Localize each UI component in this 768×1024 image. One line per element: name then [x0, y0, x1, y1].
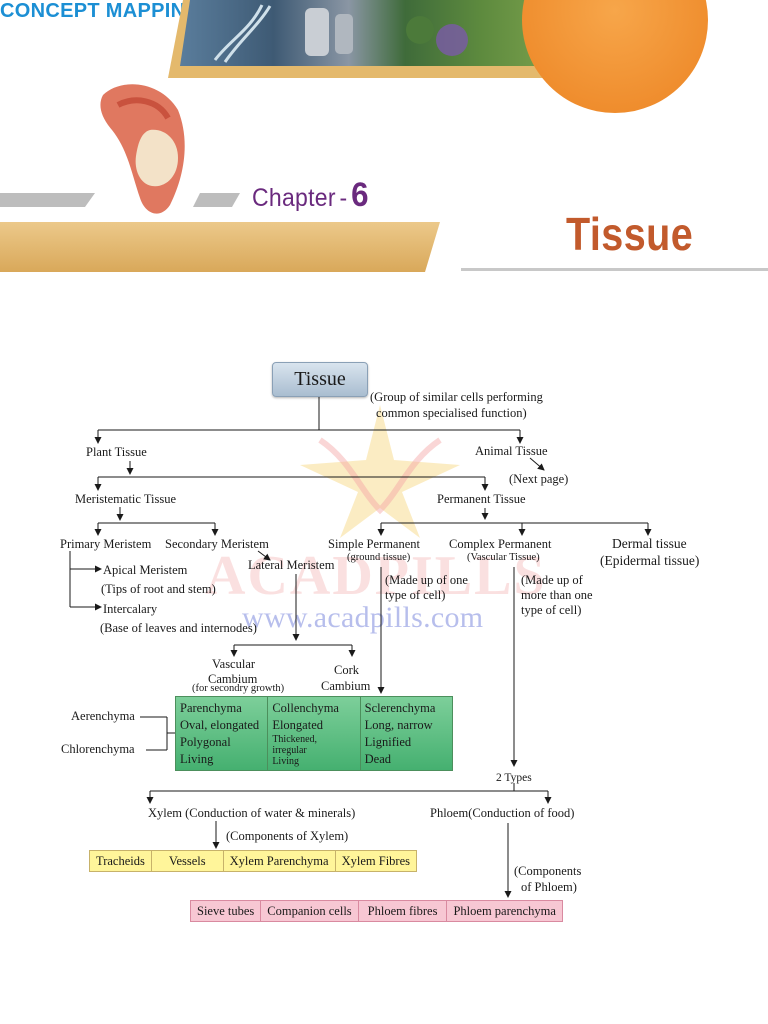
vascular-cambium-note: (for secondry growth): [192, 683, 285, 694]
node-vascular-cambium-line1: Vascular: [212, 657, 256, 671]
node-secondary-meristem: Secondary Meristem: [165, 537, 269, 551]
microscope-icon: [305, 8, 329, 56]
node-lateral-meristem: Lateral Meristem: [248, 558, 335, 572]
sclerenchyma-column: Sclerenchyma Long, narrow Lignified Dead: [360, 697, 452, 770]
xylem-cell-parenchyma: Xylem Parenchyma: [224, 851, 336, 871]
root-note-line2: common specialised function): [376, 406, 527, 420]
root-note-line1: (Group of similar cells performing: [370, 390, 543, 404]
simple-note-line2: type of cell): [385, 588, 446, 602]
title-band: [0, 222, 440, 272]
node-phloem: Phloem(Conduction of food): [430, 806, 575, 820]
chapter-label: Chapter-6: [252, 176, 369, 215]
page-title: Tissue: [566, 208, 694, 260]
watermark-logo-icon: [300, 405, 460, 538]
collenchyma-wall-2: irregular: [272, 745, 307, 756]
node-aerenchyma: Aerenchyma: [71, 709, 135, 723]
node-next-page: (Next page): [509, 472, 569, 486]
phloem-components-row: Sieve tubes Companion cells Phloem fibre…: [190, 900, 563, 922]
phloem-components-line1: (Components: [514, 864, 582, 878]
node-primary-meristem: Primary Meristem: [60, 537, 152, 551]
concept-mapping-heading: CONCEPT MAPPING: [0, 0, 202, 22]
collenchyma-wall-1: Thickened,: [272, 734, 318, 745]
dna-helix-icon: [213, 4, 272, 63]
node-chlorenchyma: Chlorenchyma: [61, 742, 135, 756]
phloem-cell-companion-cells: Companion cells: [261, 901, 359, 921]
grey-bar-mid: [193, 193, 240, 207]
chapter-number: 6: [351, 176, 369, 214]
xylem-cell-tracheids: Tracheids: [90, 851, 152, 871]
complex-permanent-sub: (Vascular Tissue): [467, 552, 540, 563]
title-underline: [461, 268, 768, 271]
complex-note-line2: more than one: [521, 588, 593, 602]
watermark-brand: ACADPILLS: [205, 545, 547, 607]
parenchyma-form: Polygonal: [180, 735, 231, 749]
phloem-cell-parenchyma: Phloem parenchyma: [453, 904, 556, 918]
xylem-cell-fibres: Xylem Fibres: [341, 854, 410, 868]
phloem-cell-sieve-tubes: Sieve tubes: [191, 901, 262, 921]
node-vascular-cambium-line2: Cambium: [208, 672, 258, 686]
xylem-components-row: Tracheids Vessels Xylem Parenchyma Xylem…: [89, 850, 417, 872]
collenchyma-column: Collenchyma Elongated Thickened, irregul…: [268, 697, 361, 770]
node-simple-permanent: Simple Permanent: [328, 537, 420, 551]
node-cork-cambium-line1: Cork: [334, 663, 359, 677]
header-photo-strip: [168, 0, 560, 78]
node-intercalary: Intercalary: [103, 602, 158, 616]
parenchyma-state: Living: [180, 752, 214, 766]
simple-note-line1: (Made up of one: [385, 573, 468, 587]
complex-note-line1: (Made up of: [521, 573, 583, 587]
node-dermal-tissue-line2: (Epidermal tissue): [600, 553, 700, 568]
parenchyma-name: Parenchyma: [180, 701, 242, 715]
node-permanent-tissue: Permanent Tissue: [437, 492, 526, 506]
sclerenchyma-wall: Lignified: [364, 735, 412, 749]
simple-permanent-table: Parenchyma Oval, elongated Polygonal Liv…: [175, 696, 453, 771]
phloem-components-line2: of Phloem): [521, 880, 577, 894]
sclerenchyma-shape: Long, narrow: [364, 718, 433, 732]
grey-bar-left: [0, 193, 95, 207]
watermark-url: www.acadpills.com: [242, 601, 484, 634]
collenchyma-name: Collenchyma: [272, 701, 339, 715]
phloem-cell-fibres: Phloem fibres: [359, 901, 448, 921]
collenchyma-shape: Elongated: [272, 718, 324, 732]
node-apical-meristem: Apical Meristem: [103, 563, 188, 577]
simple-permanent-sub: (ground tissue): [347, 552, 411, 563]
xylem-components-label: (Components of Xylem): [226, 829, 349, 843]
decorative-orange-circle: [522, 0, 708, 113]
collenchyma-state: Living: [272, 756, 299, 767]
parenchyma-shape: Oval, elongated: [180, 718, 260, 732]
node-two-types: 2 Types: [496, 772, 532, 784]
apical-note: (Tips of root and stem): [101, 582, 216, 596]
node-dermal-tissue-line1: Dermal tissue: [612, 536, 687, 551]
node-plant-tissue: Plant Tissue: [86, 445, 147, 459]
node-complex-permanent: Complex Permanent: [449, 537, 552, 551]
sclerenchyma-state: Dead: [364, 752, 392, 766]
header-graphics: [0, 0, 768, 272]
knee-illustration-icon: [100, 84, 185, 214]
node-cork-cambium-line2: Cambium: [321, 679, 371, 693]
node-xylem: Xylem (Conduction of water & minerals): [148, 806, 356, 820]
sclerenchyma-name: Sclerenchyma: [364, 701, 436, 715]
xylem-cell-vessels: Vessels: [152, 851, 224, 871]
parenchyma-column: Parenchyma Oval, elongated Polygonal Liv…: [176, 697, 269, 770]
root-node-tissue: Tissue: [272, 362, 368, 397]
chapter-dash: -: [339, 184, 348, 212]
node-animal-tissue: Animal Tissue: [475, 444, 548, 458]
complex-note-line3: type of cell): [521, 603, 582, 617]
chapter-word: Chapter: [252, 184, 336, 212]
intercalary-note: (Base of leaves and internodes): [100, 621, 257, 635]
node-meristematic-tissue: Meristematic Tissue: [75, 492, 177, 506]
